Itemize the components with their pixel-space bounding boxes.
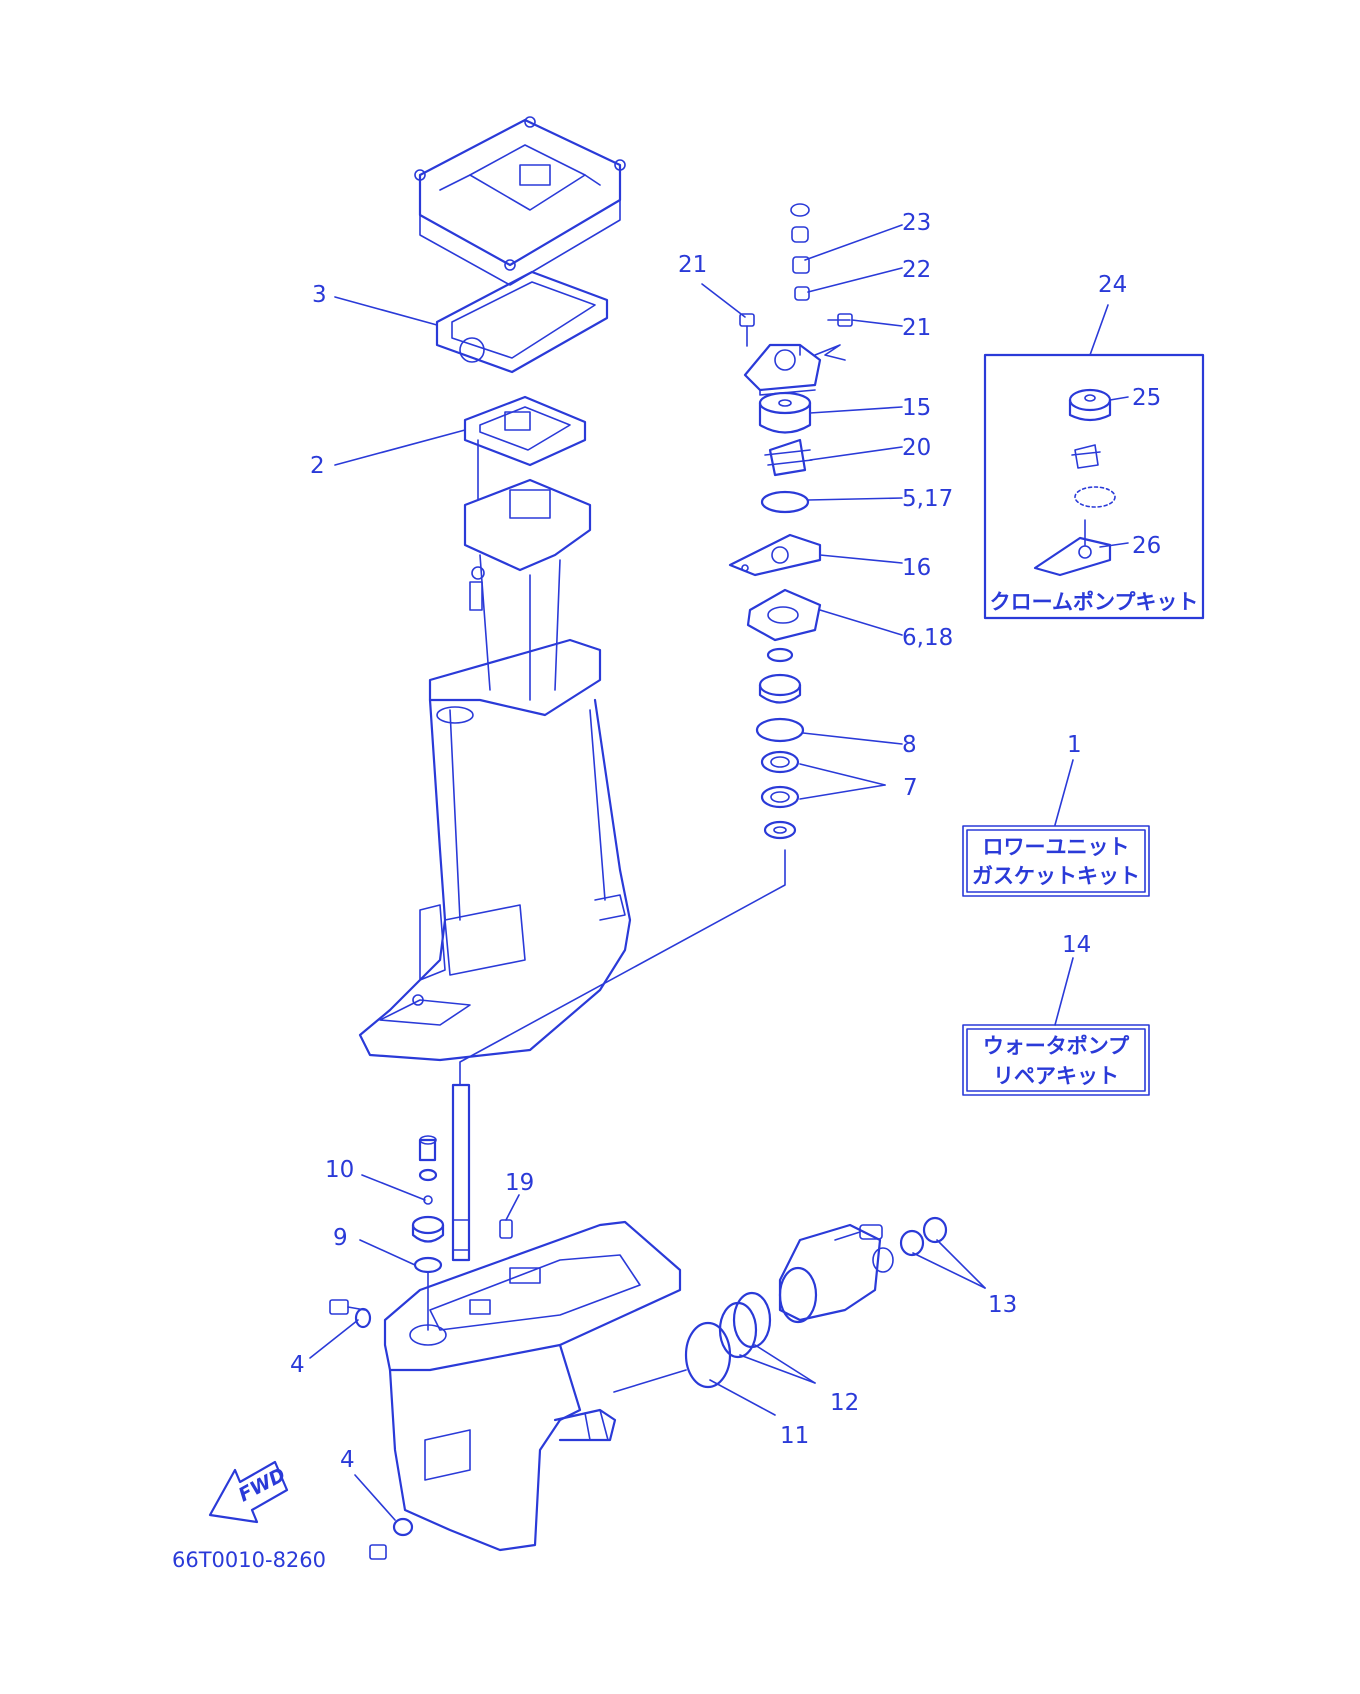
callout-21-left: 21 [678, 252, 707, 278]
chrome-pump-kit-label: クロームポンプキット [990, 590, 1199, 614]
chrome-pump-kit-box [983, 353, 1205, 620]
callout-23: 23 [902, 210, 931, 236]
top-cover-plate [414, 116, 626, 286]
callout-8: 8 [902, 732, 917, 758]
callout-5-17: 5,17 [902, 486, 953, 512]
callout-labels: 1 2 3 4 4 5,17 6,18 7 8 9 10 11 12 13 14… [290, 210, 1161, 1473]
leader-lines [309, 224, 1129, 1521]
lower-unit-gasket-kit-line1: ロワーユニット [983, 835, 1130, 859]
callout-16: 16 [902, 555, 931, 581]
lower-unit [329, 1083, 682, 1560]
callout-2: 2 [310, 453, 325, 479]
callout-4-upper: 4 [290, 1352, 305, 1378]
callout-11: 11 [780, 1423, 809, 1449]
water-pump-repair-kit-box: ウォータポンプ リペアキット [962, 1024, 1150, 1096]
gasket-3 [435, 270, 609, 374]
callout-26: 26 [1132, 533, 1161, 559]
water-pump-parts [459, 203, 853, 1086]
callout-6-18: 6,18 [902, 625, 953, 651]
callout-12: 12 [830, 1390, 859, 1416]
callout-24: 24 [1098, 272, 1127, 298]
callout-14: 14 [1062, 932, 1091, 958]
callout-22: 22 [902, 257, 931, 283]
callout-10: 10 [325, 1157, 354, 1183]
gasket-2 [463, 395, 587, 501]
callout-13: 13 [988, 1292, 1017, 1318]
callout-9: 9 [333, 1225, 348, 1251]
callout-3: 3 [312, 282, 327, 308]
callout-1: 1 [1067, 732, 1082, 758]
callout-7: 7 [903, 775, 918, 801]
fwd-arrow-icon: FWD [208, 1460, 289, 1524]
prop-shaft-housing [684, 1216, 948, 1389]
lower-unit-gasket-kit-line2: ガスケットキット [972, 864, 1140, 888]
upper-casing [358, 478, 632, 1062]
callout-21-right: 21 [902, 315, 931, 341]
callout-20: 20 [902, 435, 931, 461]
callout-4-lower: 4 [340, 1447, 355, 1473]
callout-15: 15 [902, 395, 931, 421]
doc-number: 66T0010-8260 [172, 1548, 326, 1572]
callout-25: 25 [1132, 385, 1161, 411]
callout-19: 19 [505, 1170, 534, 1196]
lower-unit-gasket-kit-box: ロワーユニット ガスケットキット [962, 825, 1150, 897]
water-pump-repair-kit-line1: ウォータポンプ [983, 1034, 1130, 1058]
water-pump-repair-kit-line2: リペアキット [993, 1064, 1119, 1088]
